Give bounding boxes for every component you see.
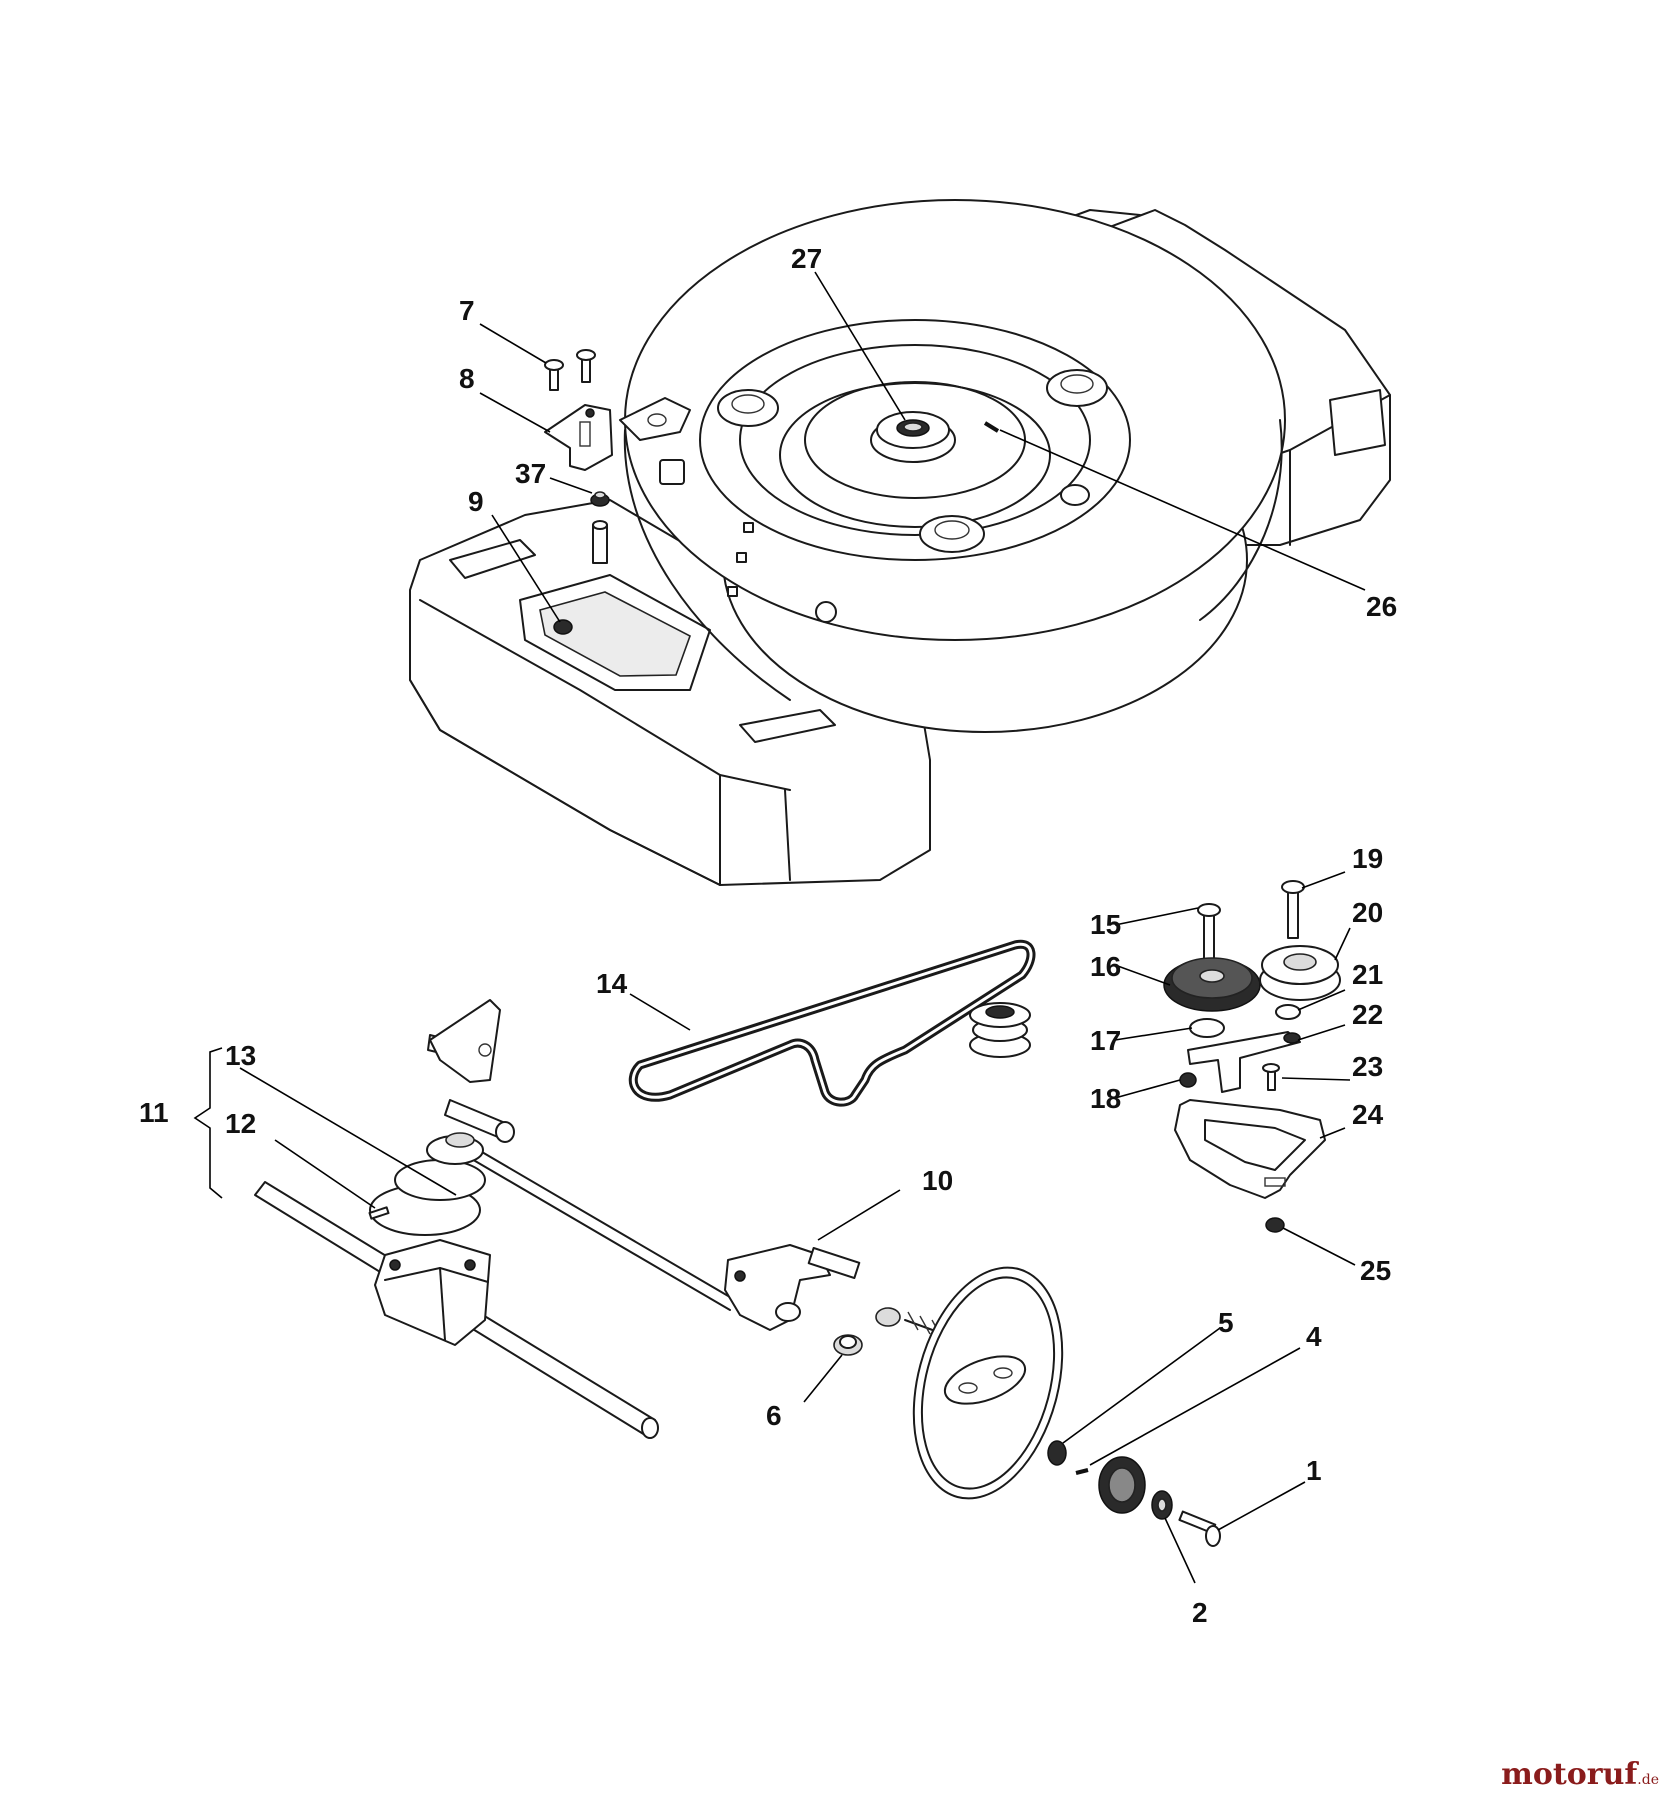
callout-37: 37 bbox=[515, 458, 546, 489]
wheel bbox=[912, 1266, 1064, 1500]
bolt-15 bbox=[1197, 903, 1221, 961]
pulley-13 bbox=[369, 1132, 486, 1236]
screw-7a bbox=[544, 359, 564, 391]
bushing-6 bbox=[833, 1334, 863, 1356]
pin-4 bbox=[1075, 1468, 1089, 1475]
callout-15: 15 bbox=[1090, 909, 1121, 940]
callout-1: 1 bbox=[1306, 1455, 1322, 1486]
callout-17: 17 bbox=[1090, 1025, 1121, 1056]
callout-labels: 27 26 7 8 37 9 13 11 12 14 10 6 5 4 1 2 … bbox=[139, 243, 1397, 1628]
callout-2: 2 bbox=[1192, 1597, 1208, 1628]
pulley-16 bbox=[1163, 957, 1261, 1012]
pulley-20 bbox=[1259, 945, 1341, 1001]
bracket-hardware bbox=[544, 349, 613, 635]
callout-16: 16 bbox=[1090, 951, 1121, 982]
bolt-19 bbox=[1281, 880, 1305, 939]
callout-27: 27 bbox=[791, 243, 822, 274]
callout-4: 4 bbox=[1306, 1321, 1322, 1352]
mower-deck bbox=[409, 199, 1391, 886]
callout-20: 20 bbox=[1352, 897, 1383, 928]
screw-7b bbox=[576, 349, 596, 383]
lever-10 bbox=[724, 1244, 861, 1331]
callout-13: 13 bbox=[225, 1040, 256, 1071]
bolt-1 bbox=[1178, 1510, 1221, 1547]
drive-belt bbox=[628, 939, 1036, 1107]
callout-9: 9 bbox=[468, 486, 484, 517]
drive-gear bbox=[1098, 1456, 1146, 1514]
washer-5 bbox=[1047, 1440, 1067, 1466]
callout-21: 21 bbox=[1352, 959, 1383, 990]
callout-14: 14 bbox=[596, 968, 628, 999]
callout-10: 10 bbox=[922, 1165, 953, 1196]
callout-18: 18 bbox=[1090, 1083, 1121, 1114]
callout-7: 7 bbox=[459, 295, 475, 326]
callout-19: 19 bbox=[1352, 843, 1383, 874]
callout-8: 8 bbox=[459, 363, 475, 394]
watermark-main: motoruf bbox=[1501, 1757, 1638, 1792]
callout-5: 5 bbox=[1218, 1307, 1234, 1338]
watermark-logo: motoruf.de bbox=[1501, 1757, 1659, 1792]
engine-pulley bbox=[969, 1002, 1031, 1058]
callout-24: 24 bbox=[1352, 1099, 1384, 1130]
leader-lines bbox=[193, 271, 1366, 1584]
callout-12: 12 bbox=[225, 1108, 256, 1139]
tensioner-assembly bbox=[1163, 880, 1341, 1233]
gearbox-assembly bbox=[254, 999, 736, 1439]
callout-22: 22 bbox=[1352, 999, 1383, 1030]
callout-23: 23 bbox=[1352, 1051, 1383, 1082]
callout-11: 11 bbox=[139, 1097, 169, 1128]
callout-25: 25 bbox=[1360, 1255, 1391, 1286]
callout-6: 6 bbox=[766, 1400, 782, 1431]
callout-26: 26 bbox=[1366, 591, 1397, 622]
watermark-suffix: .de bbox=[1637, 1772, 1659, 1788]
